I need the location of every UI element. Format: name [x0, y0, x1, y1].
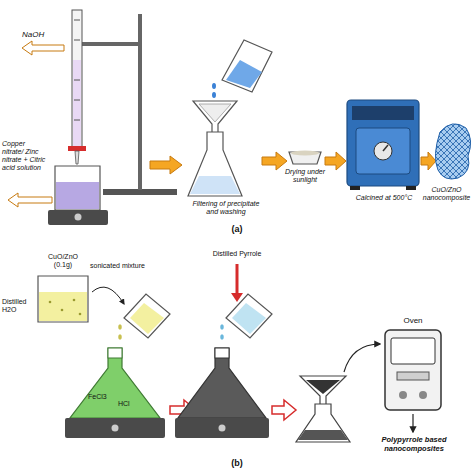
product-caption: CuO/ZnO nanocomposite	[422, 186, 471, 202]
reagent-label: NaOH	[22, 30, 62, 39]
drying-dish	[289, 151, 321, 165]
reagent-label: Distilled H2O	[2, 298, 36, 314]
hollow-arrow	[8, 41, 64, 207]
panel-label: (a)	[217, 224, 257, 234]
leader-arrow	[412, 414, 413, 432]
reagent-label: CuO/ZnO (0.1g)	[38, 253, 88, 269]
pouring-beaker	[220, 294, 272, 340]
step-caption: Calcined at 500°C	[346, 194, 422, 202]
filtration-setup	[188, 40, 272, 196]
label-text: FeCl3	[88, 393, 107, 400]
reagent-label: Copper nitrate/ Zinc nitrate + Citric ac…	[2, 140, 46, 172]
label-text: Polypyrrole based nanocomposites	[381, 435, 446, 453]
label-text: Distilled H2O	[2, 298, 27, 313]
label-text: Drying under sunlight	[285, 168, 325, 183]
label-text: CuO/ZnO nanocomposite	[423, 186, 470, 201]
input-arrow	[236, 264, 239, 296]
filtration-setup	[296, 376, 350, 442]
nanocomposite-mesh	[435, 124, 470, 179]
product-caption: Polypyrrole based nanocomposites	[362, 436, 466, 453]
reagent-label: Distilled Pyrrole	[190, 250, 284, 258]
label-text: Filtering of precipitate and washing	[193, 200, 260, 215]
label-text: NaOH	[22, 30, 44, 39]
beaker	[38, 276, 88, 322]
label-text: Copper nitrate/ Zinc nitrate + Citric ac…	[2, 140, 45, 171]
label-text: CuO/ZnO (0.1g)	[48, 253, 78, 268]
titration-setup	[48, 10, 177, 225]
reaction-flask	[175, 348, 269, 438]
label-text: HCl	[118, 400, 130, 407]
reagent-label: HCl	[118, 400, 140, 408]
pouring-beaker	[118, 294, 170, 340]
step-caption: sonicated mixture	[90, 262, 170, 270]
equipment-label: Oven	[388, 316, 438, 325]
label-text: Oven	[403, 316, 422, 325]
oven	[385, 330, 441, 410]
label-text: (b)	[231, 458, 243, 468]
step-caption: Filtering of precipitate and washing	[186, 200, 266, 216]
leader-arrow	[344, 344, 380, 372]
label-text: (a)	[232, 224, 243, 234]
step-caption: Drying under sunlight	[280, 168, 330, 184]
label-text: Distilled Pyrrole	[213, 250, 262, 257]
process-arrow	[272, 400, 296, 420]
label-text: Calcined at 500°C	[356, 194, 413, 201]
reaction-flask	[65, 348, 165, 438]
furnace	[347, 100, 419, 190]
leader-arrow	[92, 287, 124, 304]
reagent-label: FeCl3	[88, 393, 114, 401]
label-text: sonicated mixture	[90, 262, 145, 269]
panel-label: (b)	[217, 458, 257, 468]
